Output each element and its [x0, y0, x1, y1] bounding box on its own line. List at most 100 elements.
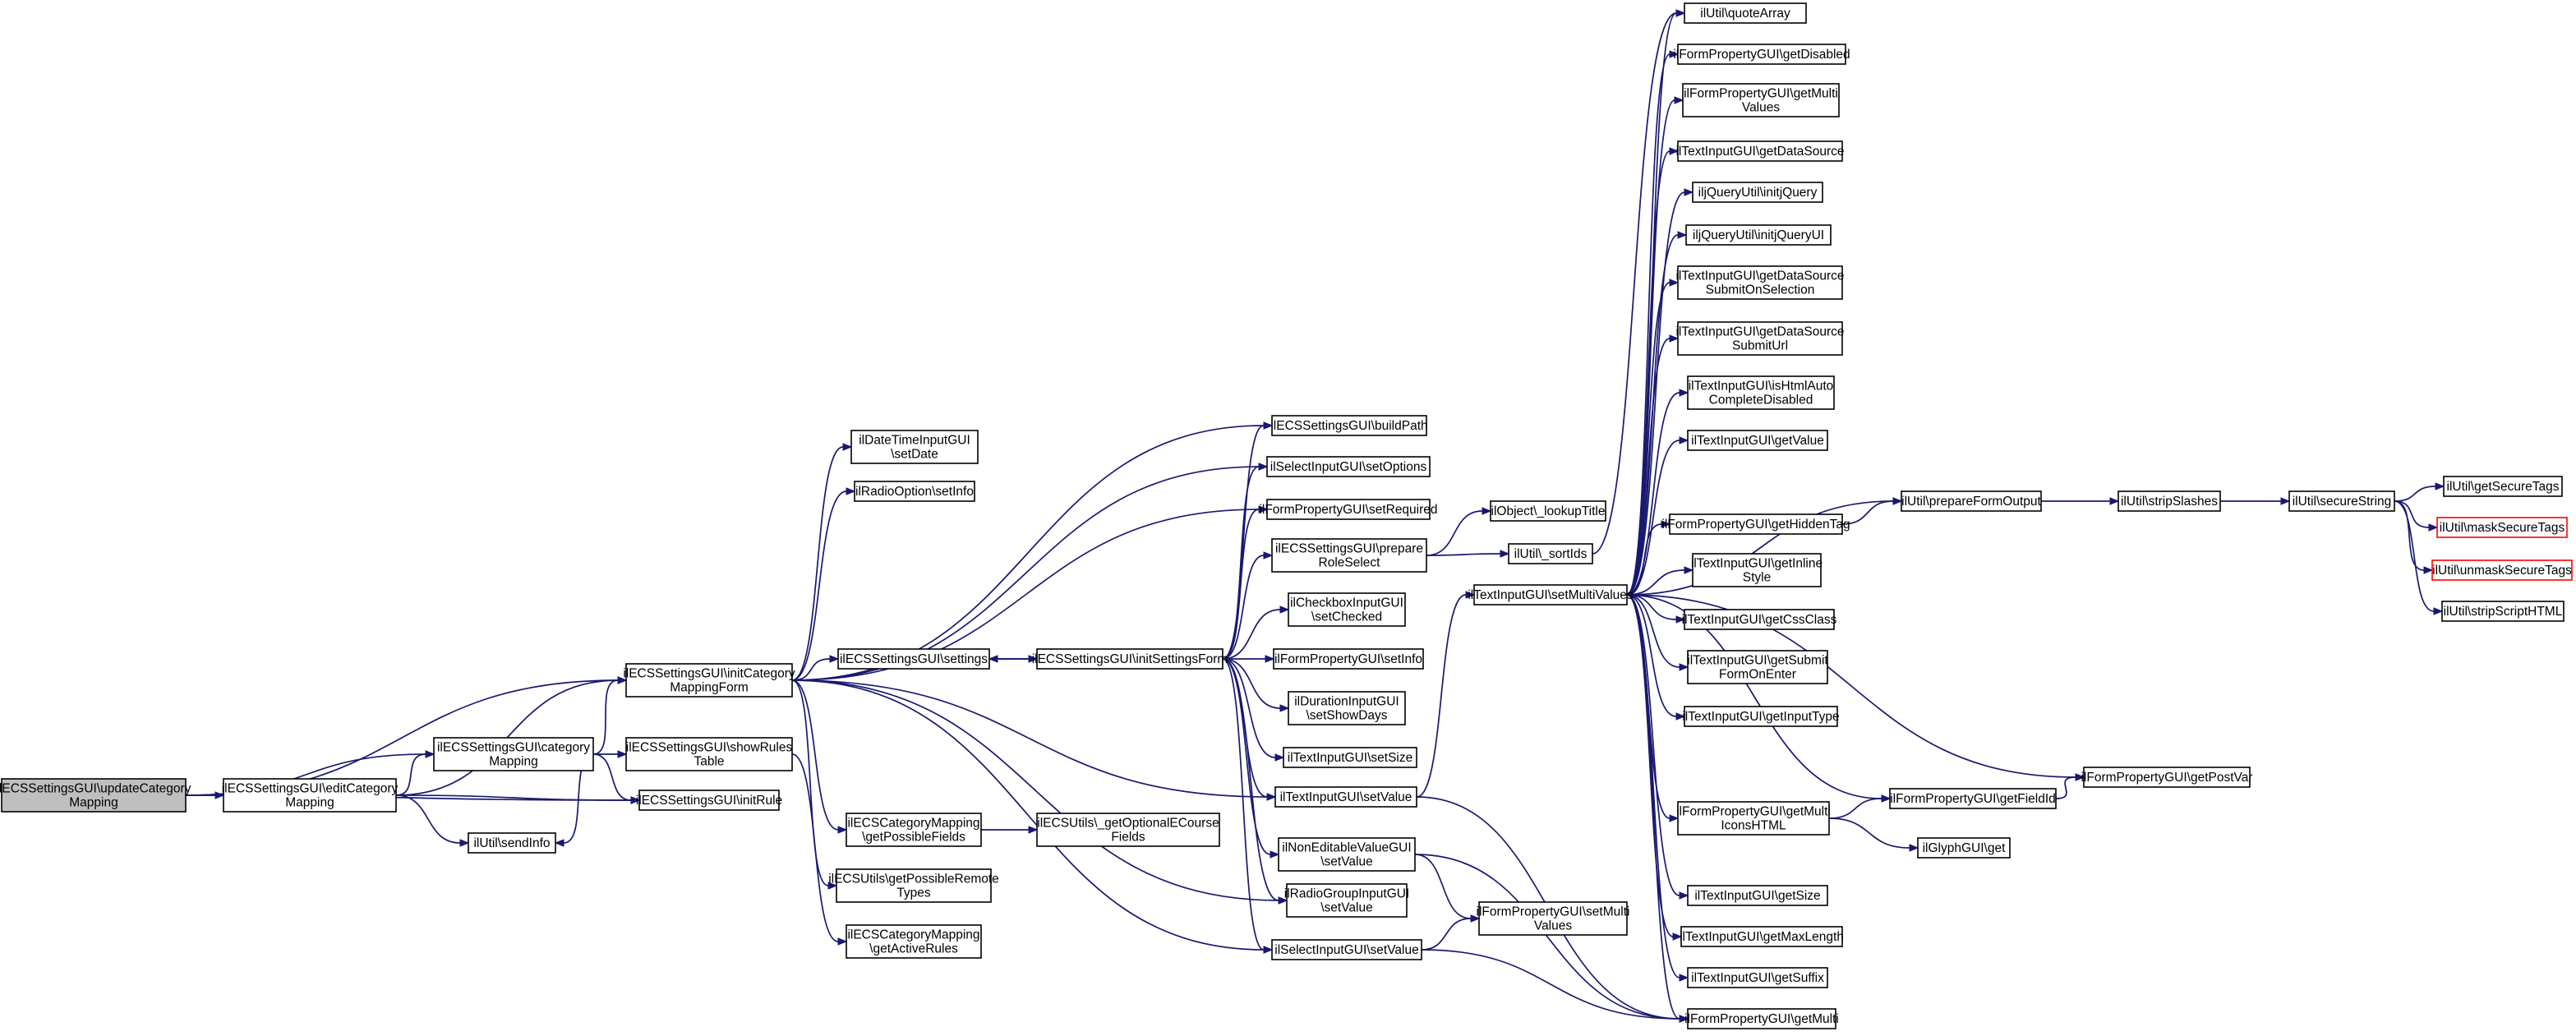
edge-set-multi-values-to-get-multi — [1626, 594, 1689, 1023]
node-quote-array[interactable]: ilUtil\quoteArray — [1684, 2, 1807, 24]
node-get-input-type[interactable]: ilTextInputGUI\getInputType — [1682, 706, 1840, 727]
edge-arrowhead — [837, 937, 848, 946]
node-initj-query-ui[interactable]: iljQueryUtil\initjQueryUI — [1685, 224, 1832, 246]
node-non-editable-set-value[interactable]: ilNonEditableValueGUI\setValue — [1278, 837, 1416, 872]
edge-line — [1222, 658, 1271, 855]
node-get-max-length[interactable]: ilTextInputGUI\getMaxLength — [1680, 926, 1844, 947]
node-text-set-value[interactable]: ilTextInputGUI\setValue — [1274, 786, 1417, 808]
edge-arrowhead — [1684, 566, 1694, 574]
node-label: Mapping — [489, 755, 537, 769]
node-box — [1692, 182, 1823, 203]
node-checkbox-set-checked[interactable]: ilCheckboxInputGUI\setChecked — [1288, 592, 1406, 627]
node-label: ilECSUtils\getPossibleRemote — [828, 873, 999, 886]
edge-secure-string-to-mask-secure-tags — [2394, 500, 2439, 532]
node-box — [1687, 375, 1835, 410]
node-get-possible-fields[interactable]: ilECSCategoryMapping\getPossibleFields — [846, 813, 982, 847]
node-set-required[interactable]: ilFormPropertyGUI\setRequired — [1259, 499, 1438, 520]
node-is-html-auto-complete-disabled[interactable]: ilTextInputGUI\isHtmlAutoCompleteDisable… — [1687, 375, 1835, 410]
node-get-data-source[interactable]: ilTextInputGUI\getDataSource — [1675, 140, 1845, 162]
edge-set-multi-values-to-get-submit-form-on-enter — [1626, 594, 1689, 671]
node-prepare-form-output[interactable]: ilUtil\prepareFormOutput — [1901, 490, 2042, 512]
node-set-multi-values[interactable]: ilTextInputGUI\setMultiValues — [1468, 584, 1634, 605]
node-select-set-options[interactable]: ilSelectInputGUI\setOptions — [1266, 456, 1431, 477]
edge-edit-category-mapping-to-init-category-mapping-form — [395, 676, 628, 796]
node-box — [468, 832, 556, 854]
node-settings[interactable]: ilECSSettingsGUI\settings — [837, 648, 990, 670]
node-radio-group-set-value[interactable]: ilRadioGroupInputGUI\setValue — [1284, 883, 1410, 918]
node-strip-script-html[interactable]: ilUtil\stripScriptHTML — [2441, 601, 2564, 622]
node-box — [846, 924, 982, 959]
edge-line — [791, 509, 1260, 681]
edge-line — [2394, 500, 2430, 528]
node-get-active-rules[interactable]: ilECSCategoryMapping\getActiveRules — [846, 924, 982, 959]
node-get-data-source-submit-on-selection[interactable]: ilTextInputGUI\getDataSourceSubmitOnSele… — [1675, 265, 1845, 300]
edge-arrowhead — [1669, 50, 1680, 58]
node-get-post-var[interactable]: ilFormPropertyGUI\getPostVar — [2081, 767, 2253, 788]
node-label: SubmitOnSelection — [1706, 283, 1815, 297]
node-strip-slashes[interactable]: ilUtil\stripSlashes — [2117, 490, 2221, 512]
node-select-set-value[interactable]: ilSelectInputGUI\setValue — [1271, 939, 1422, 960]
edge-get-hidden-tag-to-prepare-form-output — [1841, 497, 1903, 525]
node-box — [1271, 939, 1422, 960]
node-get-disabled[interactable]: ilFormPropertyGUI\getDisabled — [1673, 44, 1850, 65]
node-radio-set-info[interactable]: ilRadioOption\setInfo — [854, 481, 975, 502]
node-send-info[interactable]: ilUtil\sendInfo — [468, 832, 556, 854]
node-label: ilDurationInputGUI — [1294, 695, 1399, 709]
node-get-size[interactable]: ilTextInputGUI\getSize — [1687, 885, 1828, 906]
node-fp-set-multi-values[interactable]: ilFormPropertyGUI\setMultiValues — [1477, 901, 1630, 936]
edge-line — [1426, 510, 1483, 556]
node-unmask-secure-tags[interactable]: ilUtil\unmaskSecureTags — [2431, 559, 2573, 581]
node-mask-secure-tags[interactable]: ilUtil\maskSecureTags — [2436, 517, 2568, 538]
node-fp-set-info[interactable]: ilFormPropertyGUI\setInfo — [1273, 648, 1424, 670]
edge-init-settings-form-to-text-set-size — [1222, 658, 1285, 762]
node-get-secure-tags[interactable]: ilUtil\getSecureTags — [2443, 476, 2563, 497]
node-initj-query[interactable]: iljQueryUtil\initjQuery — [1692, 182, 1823, 203]
node-get-suffix[interactable]: ilTextInputGUI\getSuffix — [1687, 967, 1828, 988]
node-box — [1687, 1008, 1836, 1029]
node-get-field-id[interactable]: ilFormPropertyGUI\getFieldId — [1889, 788, 2057, 809]
node-duration-set-show-days[interactable]: ilDurationInputGUI\setShowDays — [1288, 691, 1406, 725]
node-label: ilECSSettingsGUI\settings — [840, 652, 988, 666]
node-box — [1036, 813, 1220, 847]
node-label: Fields — [1111, 831, 1145, 845]
node-lookup-title[interactable]: ilObject\_lookupTitle — [1490, 500, 1606, 522]
node-glyph-get[interactable]: ilGlyphGUI\get — [1917, 837, 2011, 859]
node-label: ilDateTimeInputGUI — [859, 434, 970, 448]
node-build-path[interactable]: ilECSSettingsGUI\buildPath — [1270, 415, 1428, 436]
node-get-value[interactable]: ilTextInputGUI\getValue — [1687, 430, 1828, 451]
node-init-rule[interactable]: ilECSSettingsGUI\initRule — [636, 790, 782, 811]
edge-line — [791, 679, 839, 831]
edge-line — [395, 753, 426, 796]
node-label: ilUtil\getSecureTags — [2447, 480, 2560, 494]
edge-arrowhead — [1482, 507, 1492, 515]
node-label: Table — [694, 755, 724, 769]
node-sort-ids[interactable]: ilUtil\_sortIds — [1508, 543, 1593, 564]
node-init-settings-form[interactable]: ilECSSettingsGUI\initSettingsForm — [1032, 648, 1228, 670]
node-secure-string[interactable]: ilUtil\secureString — [2288, 490, 2395, 512]
node-get-multi[interactable]: ilFormPropertyGUI\getMulti — [1684, 1008, 1839, 1029]
node-get-hidden-tag[interactable]: ilFormPropertyGUI\getHiddenTag — [1661, 513, 1850, 535]
node-dt-set-date[interactable]: ilDateTimeInputGUI\setDate — [850, 430, 979, 464]
edge-line — [1626, 338, 1670, 596]
node-box — [2441, 601, 2564, 622]
edge-line — [1222, 555, 1265, 660]
node-box — [1286, 883, 1408, 918]
edge-init-settings-form-to-select-set-value — [1222, 658, 1274, 954]
edge-arrowhead — [617, 750, 628, 758]
node-text-set-size[interactable]: ilTextInputGUI\setSize — [1283, 747, 1417, 768]
node-get-css-class[interactable]: ilTextInputGUI\getCssClass — [1682, 609, 1837, 630]
